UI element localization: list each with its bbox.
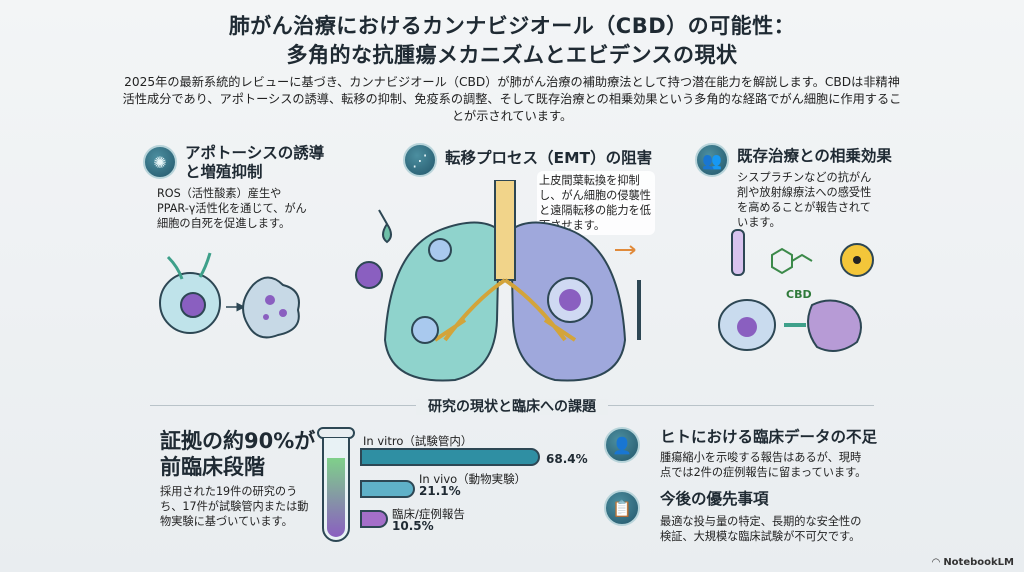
- section-title-text: 研究の現状と臨床への課題: [416, 399, 608, 415]
- bar-label-2: 臨床/症例報告: [392, 507, 465, 521]
- clipboard-icon: 📋: [604, 490, 640, 526]
- cbd-label: CBD: [786, 288, 812, 301]
- mechanism-body-1: ROS（活性酸素）産生やPPAR-γ活性化を通じて、がん細胞の自死を促進します。: [157, 187, 307, 230]
- title-line-2: 多角的な抗腫瘍メカニズムとエビデンスの現状: [286, 43, 738, 67]
- evidence-headline-2: 前臨床段階: [160, 455, 265, 479]
- challenge-body-1: 腫瘍縮小を示唆する報告はあるが、現時点では2件の症例報告に留まっています。: [660, 451, 867, 479]
- bar-label-1: In vivo（動物実験）: [419, 472, 527, 486]
- mechanism-body-2: 上皮間葉転換を抑制し、がん細胞の侵襲性と遠隔転移の能力を低下させます。: [537, 171, 655, 235]
- people-synergy-icon: 👥: [695, 143, 729, 177]
- bar-value-1: 21.1%: [419, 484, 461, 498]
- bar-2: [360, 510, 388, 528]
- challenge-title-1: ヒトにおける臨床データの不足: [660, 428, 878, 446]
- mechanism-title-1: アポトーシスの誘導と増殖抑制: [185, 144, 325, 181]
- evidence-headline: 証拠の約90%が 前臨床段階: [160, 428, 315, 480]
- mechanism-body-3: シスプラチンなどの抗がん剤や放射線療法への感受性を高めることが報告されています。: [737, 171, 872, 229]
- flower-cell-icon: ✺: [143, 145, 177, 179]
- test-tube-icon: [317, 427, 355, 542]
- bar-0: [360, 448, 540, 466]
- challenge-body-2: 最適な投与量の特定、長期的な安全性の検証、大規模な臨床試験が不可欠です。: [660, 515, 862, 543]
- person-icon: 👤: [604, 427, 640, 463]
- challenge-title-2: 今後の優先事項: [660, 490, 769, 508]
- section-title: 研究の現状と臨床への課題: [0, 396, 1024, 416]
- evidence-body: 採用された19件の研究のうち、17件が試験管内または動物実験に基づいています。: [160, 485, 309, 528]
- notebooklm-logo: ◠ NotebookLM: [932, 557, 1014, 568]
- metastasis-icon: ⋰: [403, 143, 437, 177]
- bar-label-0: In vitro（試験管内）: [363, 434, 473, 448]
- bar-value-2: 10.5%: [392, 519, 434, 533]
- apoptosis-illustration: [159, 252, 300, 339]
- bar-value-0: 68.4%: [546, 452, 588, 466]
- lung-illustration: [355, 180, 641, 382]
- mechanism-title-3: 既存治療との相乗効果: [737, 147, 892, 165]
- title-line-1: 肺がん治療におけるカンナビジオール（CBD）の可能性：: [228, 14, 796, 38]
- brand-text: NotebookLM: [943, 557, 1014, 568]
- synergy-illustration: [718, 229, 874, 352]
- bar-1: [360, 480, 415, 498]
- intro-text: 2025年の最新系統的レビューに基づき、カンナビジオール（CBD）が肺がん治療の…: [122, 75, 902, 123]
- evidence-headline-1: 証拠の約90%が: [160, 429, 316, 453]
- mechanism-title-2: 転移プロセス（EMT）の阻害: [445, 149, 653, 167]
